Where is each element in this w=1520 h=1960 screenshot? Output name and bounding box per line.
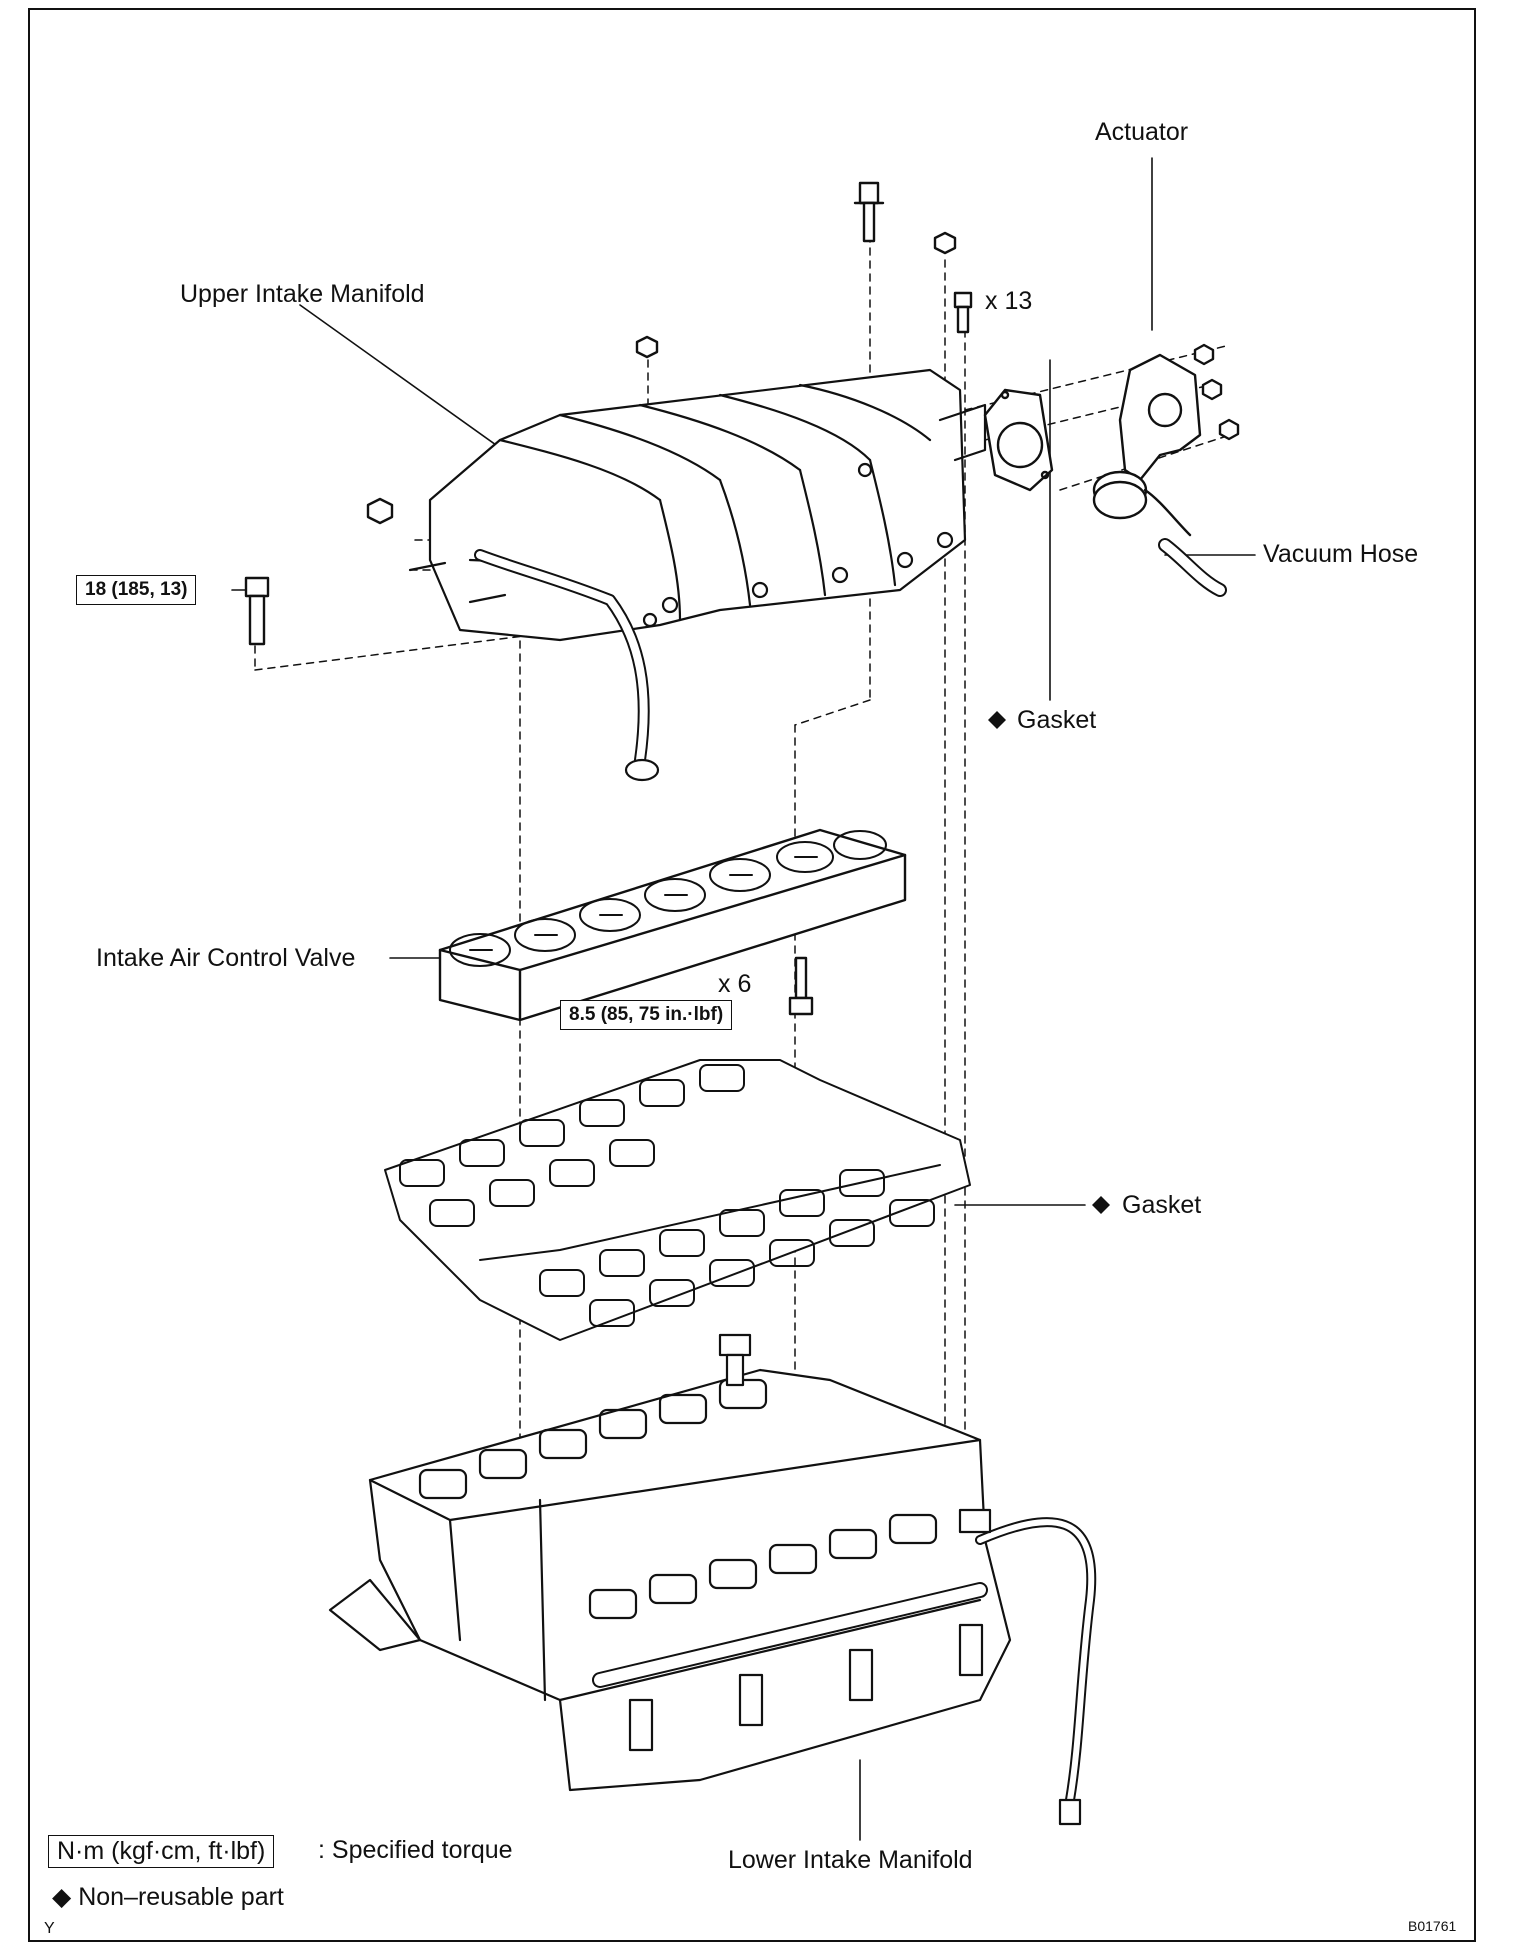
label-actuator: Actuator — [1095, 118, 1189, 146]
leader-lines — [231, 157, 1256, 1841]
actuator-gasket-shape — [983, 388, 1054, 492]
fasteners — [244, 181, 1240, 1016]
lower-intake-manifold-shape — [328, 1333, 1097, 1826]
label-vacuum-hose: Vacuum Hose — [1263, 540, 1419, 568]
label-lower-intake-manifold: Lower Intake Manifold — [728, 1846, 973, 1874]
legend-non-reusable-desc: Non–reusable part — [78, 1883, 284, 1911]
diamond-icon: ◆ — [52, 1883, 72, 1911]
torque-spec-valve-bolt: 8.5 (85, 75 in.·lbf) — [560, 1000, 733, 1030]
label-quantity-x6: x 6 — [718, 970, 752, 998]
torque-spec-upper-bolt: 18 (185, 13) — [76, 575, 197, 605]
label-gasket-actuator: Gasket — [1017, 706, 1097, 734]
label-quantity-x13: x 13 — [985, 287, 1033, 315]
footer-code-right: B01761 — [1408, 1918, 1457, 1934]
intake-air-control-valve-shape — [438, 828, 907, 1022]
diagram-frame — [28, 8, 1476, 1942]
label-gasket-manifold: Gasket — [1122, 1191, 1202, 1219]
legend-non-reusable: ◆ Non–reusable part — [52, 1882, 284, 1912]
upper-intake-manifold-shape — [408, 368, 987, 782]
manifold-gasket-shape — [384, 1059, 971, 1341]
footer-code-left: Y — [44, 1920, 55, 1937]
actuator-shape — [1092, 353, 1227, 597]
diamond-markers — [988, 711, 1110, 1214]
legend-torque-unit: N·m (kgf·cm, ft·lbf) — [48, 1835, 275, 1868]
legend-torque-desc: : Specified torque — [318, 1836, 513, 1864]
label-upper-intake-manifold: Upper Intake Manifold — [180, 280, 425, 308]
label-intake-air-control-valve: Intake Air Control Valve — [96, 944, 356, 972]
